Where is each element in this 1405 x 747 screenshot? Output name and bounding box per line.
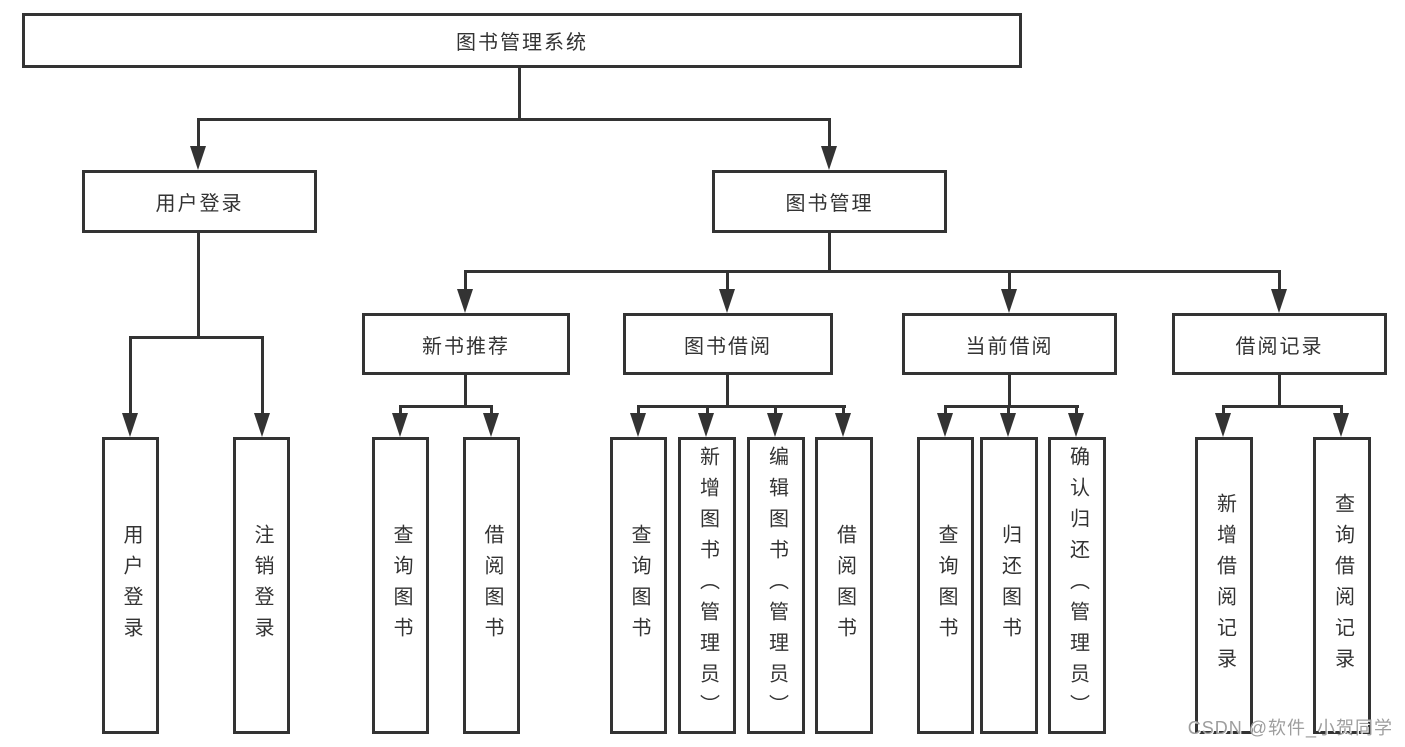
node-borrow-records: 借阅记录 <box>1172 313 1387 375</box>
arrow-down-icon <box>254 413 270 437</box>
leaf-newbook-query: 查询图书 <box>372 437 429 734</box>
leaf-borrow-edit-admin: 编辑图书（管理员） <box>747 437 805 734</box>
connector-line <box>490 405 493 415</box>
node-book-management-label: 图书管理 <box>785 193 874 215</box>
node-book-management: 图书管理 <box>712 170 947 233</box>
connector-line <box>1007 405 1010 415</box>
connector-line <box>774 405 777 415</box>
arrow-down-icon <box>457 289 473 313</box>
connector-line <box>1008 270 1011 291</box>
leaf-records-query-label: 查询借阅记录 <box>1331 492 1354 679</box>
arrow-down-icon <box>1333 413 1349 437</box>
connector-line <box>1340 405 1343 415</box>
connector-line <box>1278 375 1281 408</box>
connector-line <box>1075 405 1078 415</box>
leaf-current-confirm-admin-label: 确认归还（管理员） <box>1066 446 1089 725</box>
connector-line <box>726 375 729 408</box>
leaf-borrow-add-admin: 新增图书（管理员） <box>678 437 736 734</box>
arrow-down-icon <box>1000 413 1016 437</box>
connector-line <box>129 336 264 339</box>
connector-line <box>399 405 402 415</box>
arrow-down-icon <box>190 146 206 170</box>
connector-line <box>518 68 521 118</box>
arrow-down-icon <box>821 146 837 170</box>
leaf-newbook-borrow-label: 借阅图书 <box>481 523 503 648</box>
connector-line <box>129 336 132 414</box>
connector-line <box>637 405 640 415</box>
arrow-down-icon <box>122 413 138 437</box>
leaf-user-login: 用户登录 <box>102 437 159 734</box>
leaf-borrow-edit-admin-label: 编辑图书（管理员） <box>765 446 788 725</box>
node-borrow-records-label: 借阅记录 <box>1235 335 1324 358</box>
leaf-current-confirm-admin: 确认归还（管理员） <box>1048 437 1106 734</box>
connector-line <box>944 405 1079 408</box>
node-user-login-label: 用户登录 <box>155 193 244 215</box>
leaf-current-return-label: 归还图书 <box>998 523 1021 648</box>
arrow-down-icon <box>392 413 408 437</box>
arrow-down-icon <box>698 413 714 437</box>
leaf-records-query: 查询借阅记录 <box>1313 437 1371 734</box>
leaf-records-add-label: 新增借阅记录 <box>1213 492 1236 679</box>
connector-line <box>1278 270 1281 291</box>
connector-line <box>464 375 467 408</box>
connector-line <box>197 118 200 149</box>
connector-line <box>1222 405 1343 408</box>
connector-line <box>726 270 729 291</box>
arrow-down-icon <box>937 413 953 437</box>
connector-line <box>842 405 845 415</box>
leaf-current-query-label: 查询图书 <box>935 523 957 648</box>
arrow-down-icon <box>1215 413 1231 437</box>
connector-line <box>1222 405 1225 415</box>
node-user-login: 用户登录 <box>82 170 317 233</box>
connector-line <box>399 405 493 408</box>
leaf-borrow-query-label: 查询图书 <box>628 523 650 648</box>
node-current-borrow-label: 当前借阅 <box>965 335 1054 358</box>
arrow-down-icon <box>1001 289 1017 313</box>
arrow-down-icon <box>630 413 646 437</box>
leaf-records-add: 新增借阅记录 <box>1195 437 1253 734</box>
connector-line <box>828 233 831 273</box>
arrow-down-icon <box>835 413 851 437</box>
leaf-newbook-borrow: 借阅图书 <box>463 437 520 734</box>
leaf-logout-label: 注销登录 <box>251 523 273 648</box>
leaf-borrow-add-admin-label: 新增图书（管理员） <box>696 446 719 725</box>
connector-line <box>1008 375 1011 408</box>
node-root: 图书管理系统 <box>22 13 1022 68</box>
connector-line <box>706 405 709 415</box>
node-new-book-recommend: 新书推荐 <box>362 313 570 375</box>
connector-line <box>197 118 831 121</box>
arrow-down-icon <box>483 413 499 437</box>
leaf-current-return: 归还图书 <box>980 437 1038 734</box>
leaf-borrow-query: 查询图书 <box>610 437 667 734</box>
arrow-down-icon <box>1271 289 1287 313</box>
arrow-down-icon <box>719 289 735 313</box>
leaf-current-query: 查询图书 <box>917 437 974 734</box>
leaf-logout: 注销登录 <box>233 437 290 734</box>
node-new-book-recommend-label: 新书推荐 <box>422 335 510 358</box>
connector-line <box>464 270 467 291</box>
leaf-borrow-borrow: 借阅图书 <box>815 437 873 734</box>
connector-line <box>828 118 831 149</box>
leaf-borrow-borrow-label: 借阅图书 <box>833 523 856 648</box>
arrow-down-icon <box>1068 413 1084 437</box>
connector-line <box>637 405 846 408</box>
leaf-user-login-label: 用户登录 <box>120 523 142 648</box>
node-current-borrow: 当前借阅 <box>902 313 1117 375</box>
connector-line <box>464 270 1281 273</box>
connector-line <box>261 336 264 414</box>
csdn-watermark: CSDN @软件_小贺同学 <box>1187 718 1393 738</box>
connector-line <box>197 233 200 336</box>
node-book-borrow: 图书借阅 <box>623 313 833 375</box>
node-book-borrow-label: 图书借阅 <box>684 335 772 358</box>
arrow-down-icon <box>767 413 783 437</box>
node-root-label: 图书管理系统 <box>456 32 588 54</box>
leaf-newbook-query-label: 查询图书 <box>390 523 412 648</box>
connector-line <box>944 405 947 415</box>
